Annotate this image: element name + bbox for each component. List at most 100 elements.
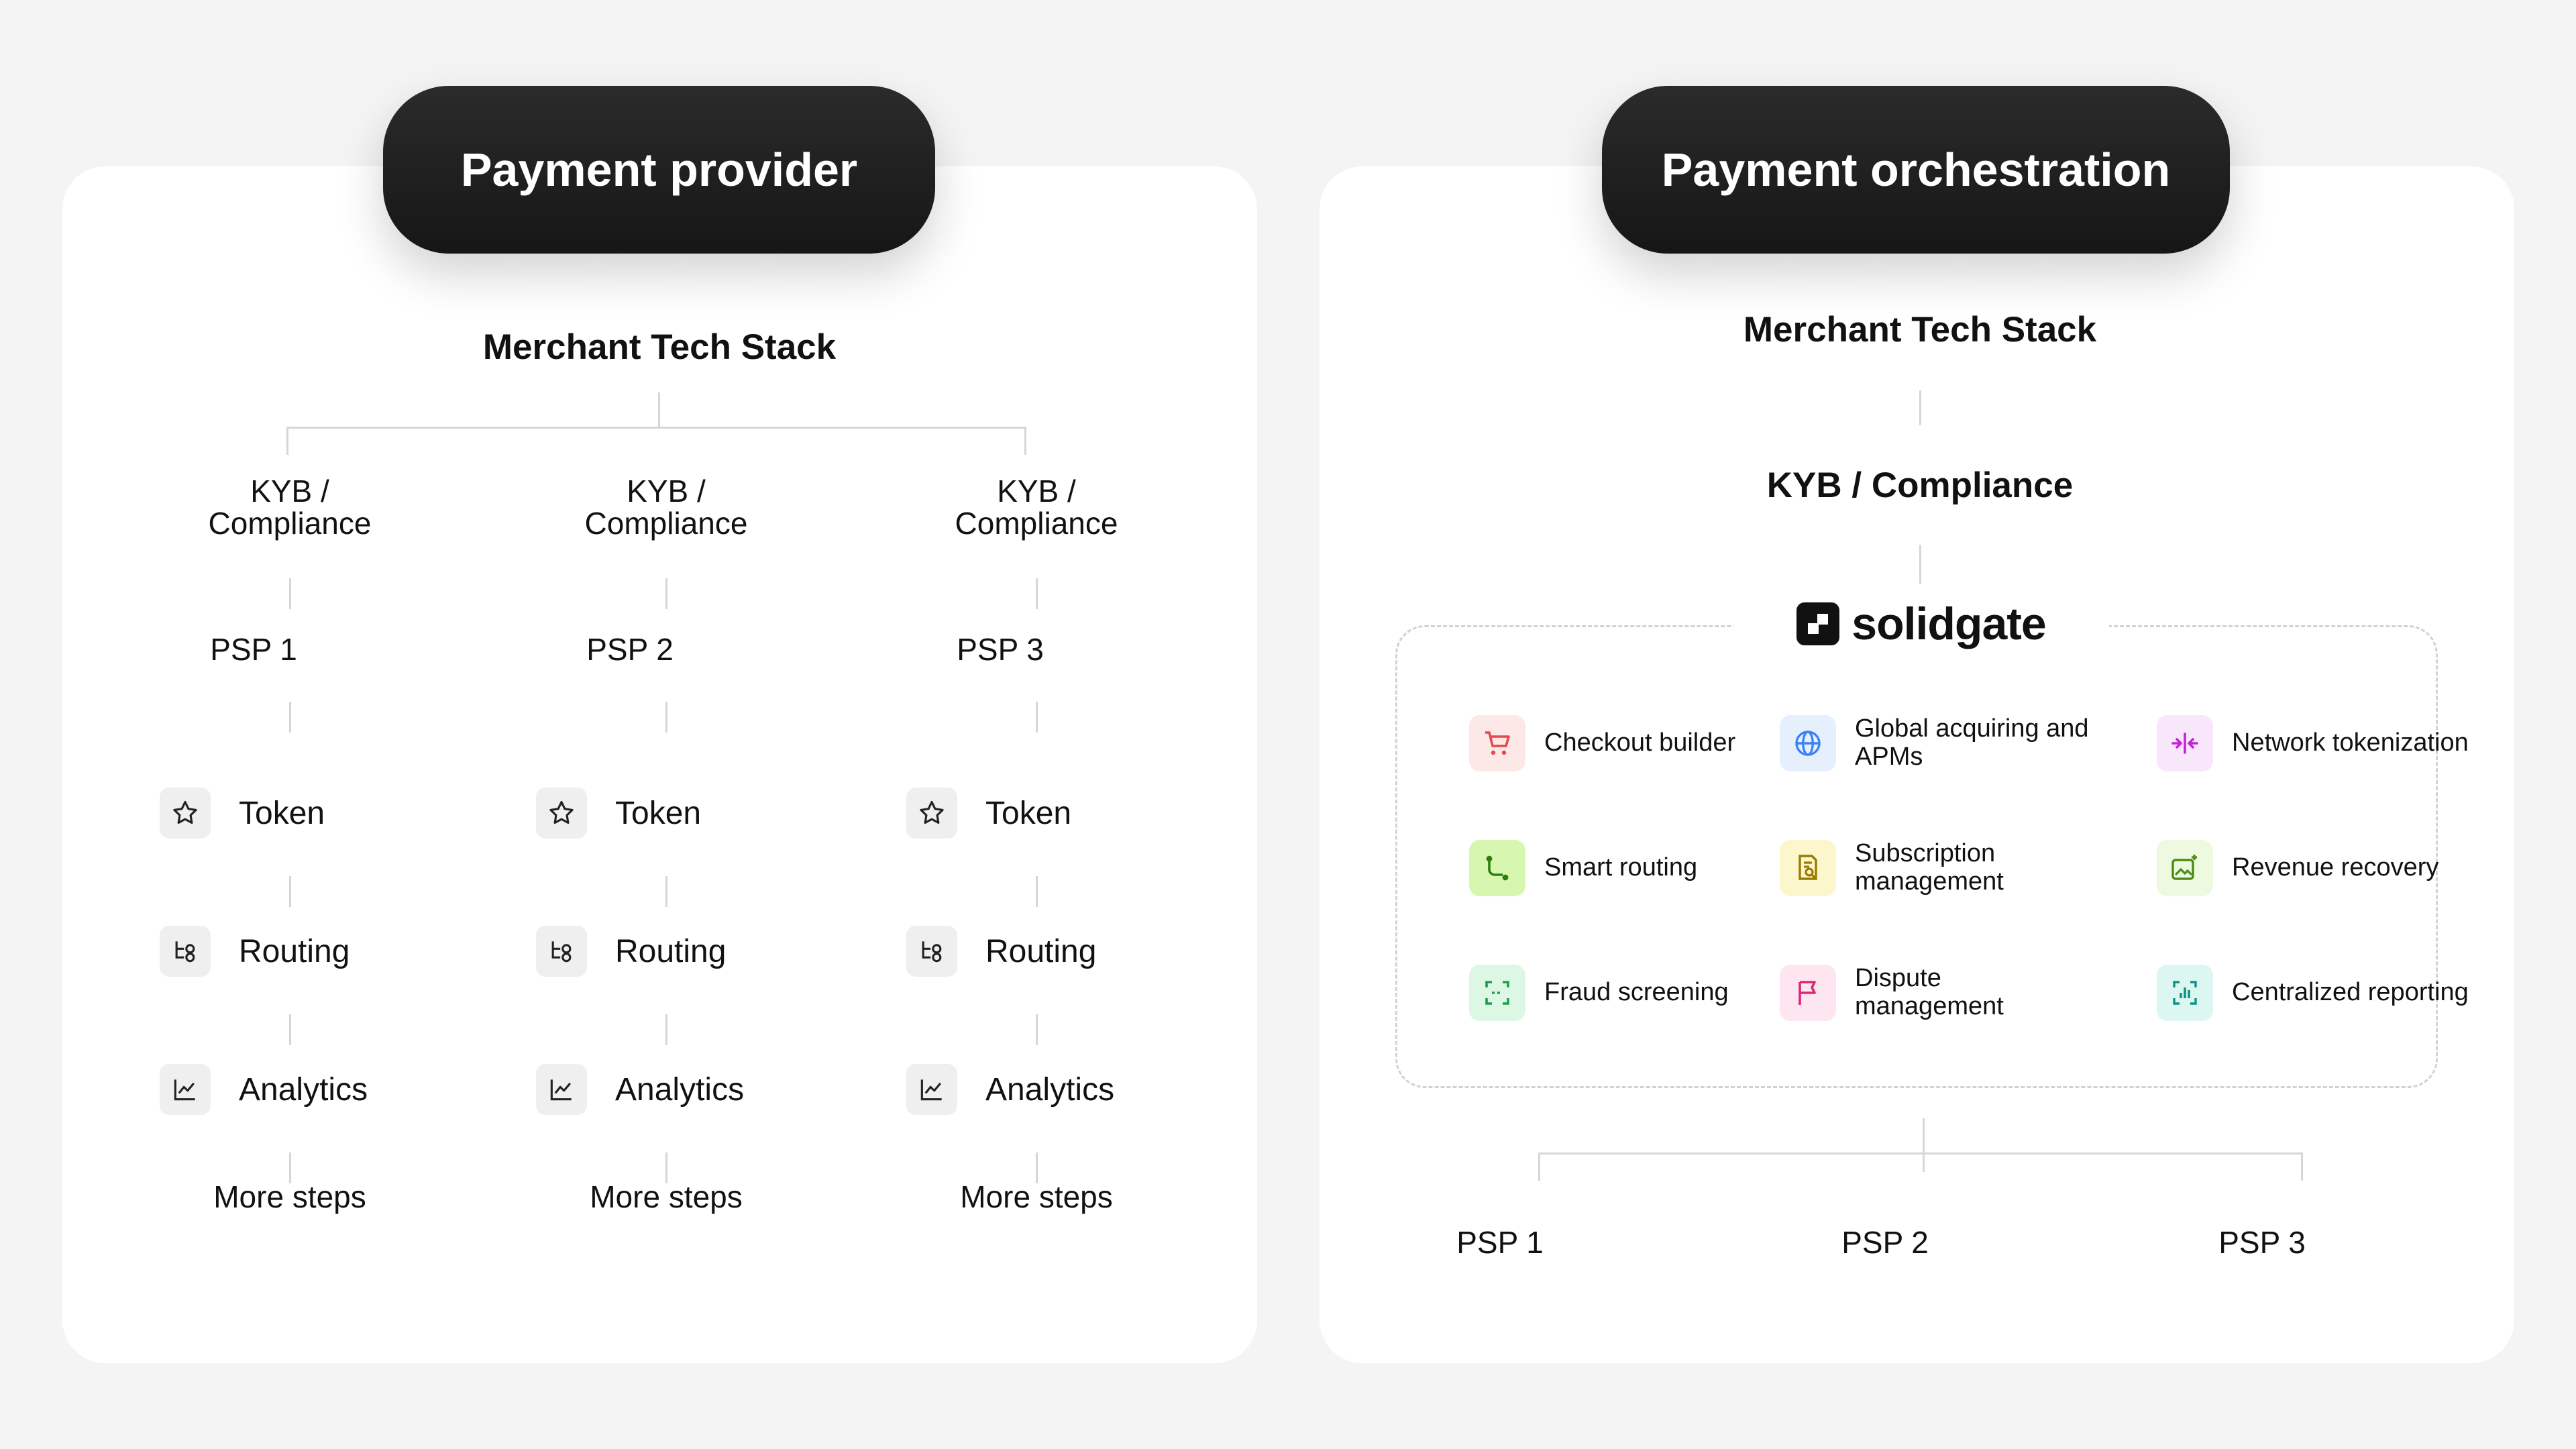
feature-label: Revenue recovery: [2232, 853, 2439, 882]
connector: [1036, 1014, 1038, 1045]
connector: [1919, 545, 1921, 584]
routing-icon: [536, 926, 587, 977]
merchant-tech-stack-label: Merchant Tech Stack: [482, 327, 837, 367]
image-sparkle-icon: [2171, 855, 2197, 880]
scan-icon: [1469, 965, 1525, 1021]
route-icon: [1469, 840, 1525, 896]
psp-label: PSP 2: [1841, 1225, 1929, 1260]
connector: [289, 702, 291, 733]
step-routing: Routing: [906, 926, 1096, 977]
merge-arrows-icon: [2157, 715, 2213, 771]
routing-icon: [175, 941, 195, 963]
connector: [1024, 427, 1026, 455]
merge-arrows-icon: [2171, 733, 2198, 754]
more-steps-label: More steps: [213, 1179, 366, 1214]
step-label: Analytics: [239, 1071, 368, 1108]
psp-label: PSP 1: [1456, 1225, 1544, 1260]
feature-label: Subscription management: [1855, 839, 2004, 896]
analytics-icon: [536, 1064, 587, 1115]
connector: [289, 578, 291, 609]
connector: [1538, 1152, 1540, 1181]
star-icon: [160, 788, 211, 839]
feature-label: Fraud screening: [1544, 978, 1729, 1007]
star-icon: [173, 800, 197, 824]
feature-image-sparkle: Revenue recovery: [2157, 840, 2473, 896]
scan-icon: [1485, 981, 1509, 1005]
route-icon: [1486, 855, 1509, 881]
psp-label: PSP 3: [2218, 1225, 2306, 1260]
merchant-tech-stack-label: Merchant Tech Stack: [1743, 310, 2097, 350]
report-chart-icon: [2173, 981, 2197, 1005]
feature-label: Checkout builder: [1544, 729, 1736, 757]
routing-icon: [160, 926, 211, 977]
feature-merge-arrows: Network tokenization: [2157, 715, 2473, 771]
connector: [286, 427, 288, 455]
connector: [1036, 1152, 1038, 1183]
psp-label: PSP 1: [210, 632, 297, 667]
connector: [1919, 390, 1921, 425]
solidgate-brand-name: solidgate: [1851, 598, 2046, 649]
feature-label: Network tokenization: [2232, 729, 2469, 757]
connector: [289, 1014, 291, 1045]
psp-label: PSP 3: [957, 632, 1044, 667]
feature-flag: Dispute management: [1780, 964, 2096, 1021]
payment-orchestration-title: Payment orchestration: [1602, 86, 2230, 254]
star-icon: [920, 800, 944, 824]
kyb-compliance-label: KYB / Compliance: [1766, 466, 2074, 505]
cart-icon: [1485, 731, 1510, 755]
analytics-icon: [174, 1079, 195, 1101]
step-label: Routing: [239, 933, 350, 969]
feature-globe: Global acquiring and APMs: [1780, 714, 2096, 771]
step-analytics: Analytics: [536, 1064, 744, 1115]
feature-report-chart: Centralized reporting: [2157, 965, 2473, 1021]
star-icon: [536, 788, 587, 839]
step-label: Analytics: [985, 1071, 1115, 1108]
step-label: Token: [615, 795, 702, 831]
step-routing: Routing: [536, 926, 726, 977]
globe-icon: [1780, 715, 1836, 771]
flag-icon: [1780, 965, 1836, 1021]
connector: [1923, 1118, 1925, 1172]
psp-label: PSP 2: [586, 632, 674, 667]
step-token: Token: [160, 788, 325, 839]
step-token: Token: [906, 788, 1071, 839]
step-label: Routing: [615, 933, 727, 969]
feature-route: Smart routing: [1469, 840, 1786, 896]
connector: [1036, 876, 1038, 907]
feature-document-search: Subscription management: [1780, 839, 2096, 896]
cart-icon: [1469, 715, 1525, 771]
kyb-compliance-label: KYB / Compliance: [208, 474, 372, 541]
image-sparkle-icon: [2157, 840, 2213, 896]
report-chart-icon: [2157, 965, 2213, 1021]
routing-icon: [906, 926, 957, 977]
connector: [2301, 1152, 2303, 1181]
connector: [665, 578, 667, 609]
feature-label: Smart routing: [1544, 853, 1698, 882]
step-label: Analytics: [615, 1071, 745, 1108]
document-search-icon: [1780, 840, 1836, 896]
connector: [1036, 702, 1038, 733]
connector: [1036, 578, 1038, 609]
step-token: Token: [536, 788, 701, 839]
feature-scan: Fraud screening: [1469, 965, 1786, 1021]
star-icon: [906, 788, 957, 839]
star-icon: [549, 800, 574, 824]
connector: [1538, 1152, 2303, 1155]
step-routing: Routing: [160, 926, 350, 977]
flag-icon: [1799, 981, 1816, 1005]
routing-icon: [922, 941, 942, 963]
solidgate-logo-icon: [1796, 602, 1840, 645]
solidgate-logo: solidgate: [1733, 590, 2109, 657]
connector: [665, 1152, 667, 1183]
more-steps-label: More steps: [590, 1179, 743, 1214]
connector: [289, 1152, 291, 1183]
connector: [289, 876, 291, 907]
step-label: Routing: [985, 933, 1097, 969]
connector: [665, 876, 667, 907]
feature-label: Centralized reporting: [2232, 978, 2469, 1007]
step-analytics: Analytics: [160, 1064, 368, 1115]
kyb-compliance-label: KYB / Compliance: [955, 474, 1118, 541]
connector: [665, 702, 667, 733]
feature-cart: Checkout builder: [1469, 715, 1786, 771]
